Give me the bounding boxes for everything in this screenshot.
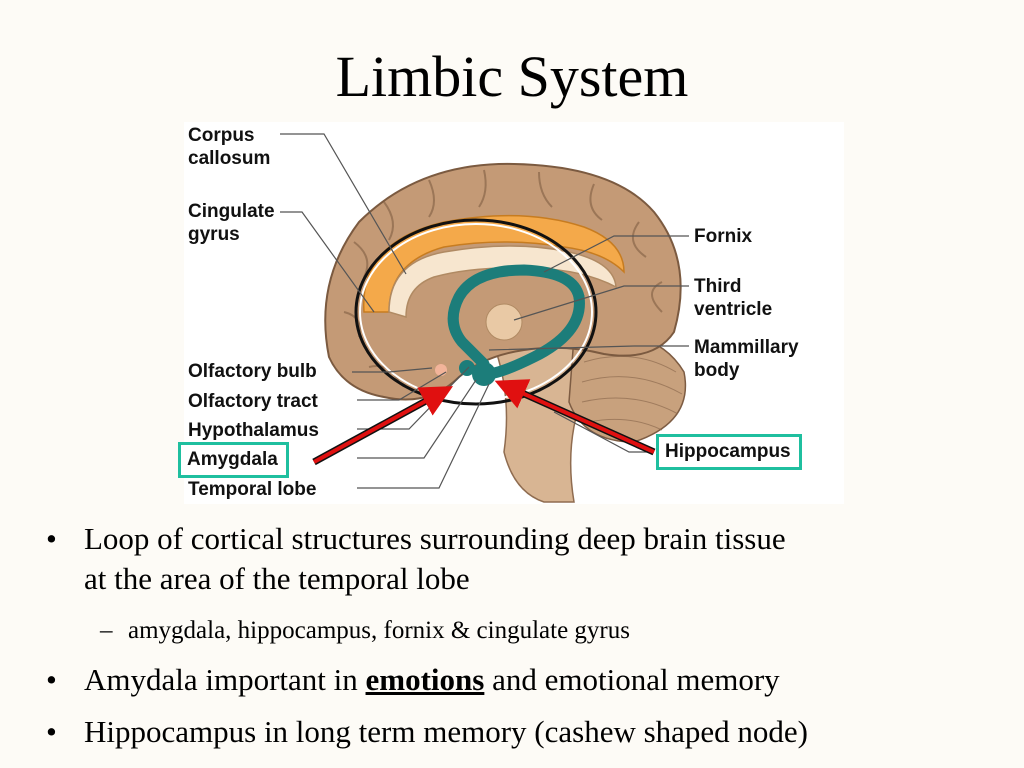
bullet-item: • Loop of cortical structures surroundin… xyxy=(46,521,786,596)
emphasis-emotions: emotions xyxy=(365,662,485,697)
slide-title: Limbic System xyxy=(335,44,689,109)
label-fornix: Fornix xyxy=(694,226,753,247)
bullet-item: • Hippocampus in long term memory (cashe… xyxy=(46,712,808,752)
fornix xyxy=(447,264,585,370)
olfactory-bulb xyxy=(435,364,447,376)
label-hypothalamus: Hypothalamus xyxy=(188,420,319,441)
bullet-glyph: • xyxy=(46,521,57,556)
sub-bullet-item: – amygdala, hippocampus, fornix & cingul… xyxy=(100,617,630,644)
brain-illustration xyxy=(184,122,844,504)
bullet-item: • Amydala important in emotions and emot… xyxy=(46,660,780,700)
amygdala-arrow xyxy=(313,386,454,464)
label-olfactory-tract: Olfactory tract xyxy=(188,391,318,412)
label-temporal-lobe: Temporal lobe xyxy=(188,479,317,500)
amygdala-node xyxy=(472,362,496,386)
label-amygdala: Amygdala xyxy=(178,442,289,478)
bullet-glyph: • xyxy=(46,662,57,697)
label-hippocampus: Hippocampus xyxy=(656,434,802,470)
bullet-glyph: • xyxy=(46,714,57,749)
hippocampus-arrow xyxy=(494,379,655,454)
dash-glyph: – xyxy=(100,617,113,644)
label-olfactory-bulb: Olfactory bulb xyxy=(188,361,317,382)
highlight-ring xyxy=(354,218,598,406)
third-ventricle xyxy=(485,303,523,341)
hippocampus xyxy=(483,291,585,380)
